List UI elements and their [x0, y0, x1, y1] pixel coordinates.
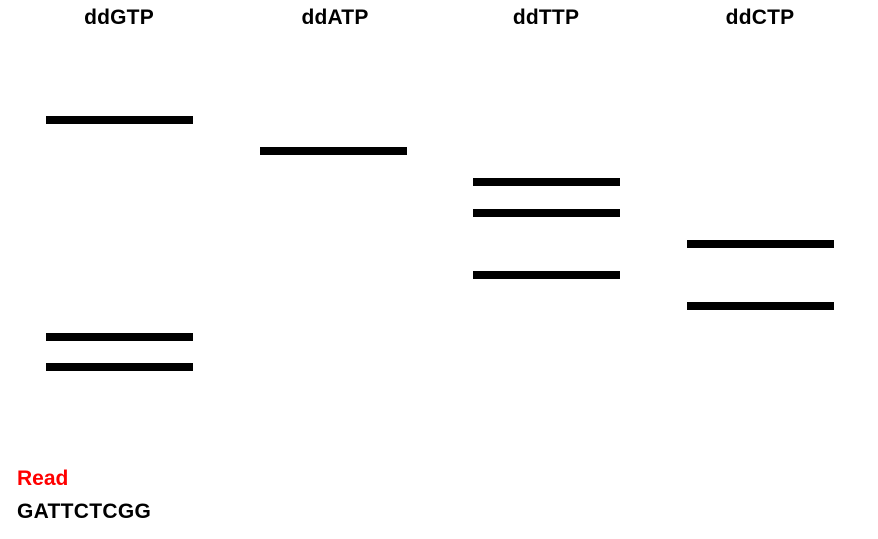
band-ddctp-1: [687, 240, 834, 248]
read-sequence: GATTCTCGG: [17, 500, 152, 523]
band-ddttp-3: [473, 271, 620, 279]
lane-title-ddttp: ddTTP: [512, 6, 580, 29]
band-ddctp-2: [687, 302, 834, 310]
lane-title-ddctp: ddCTP: [725, 6, 795, 29]
band-ddttp-1: [473, 178, 620, 186]
lane-title-ddatp: ddATP: [301, 6, 369, 29]
band-ddgtp-2: [46, 333, 193, 341]
read-label: Read: [17, 467, 69, 490]
band-ddgtp-1: [46, 116, 193, 124]
lane-title-ddgtp: ddGTP: [84, 6, 154, 29]
band-ddttp-2: [473, 209, 620, 217]
band-ddgtp-3: [46, 363, 193, 371]
band-ddatp-1: [260, 147, 407, 155]
